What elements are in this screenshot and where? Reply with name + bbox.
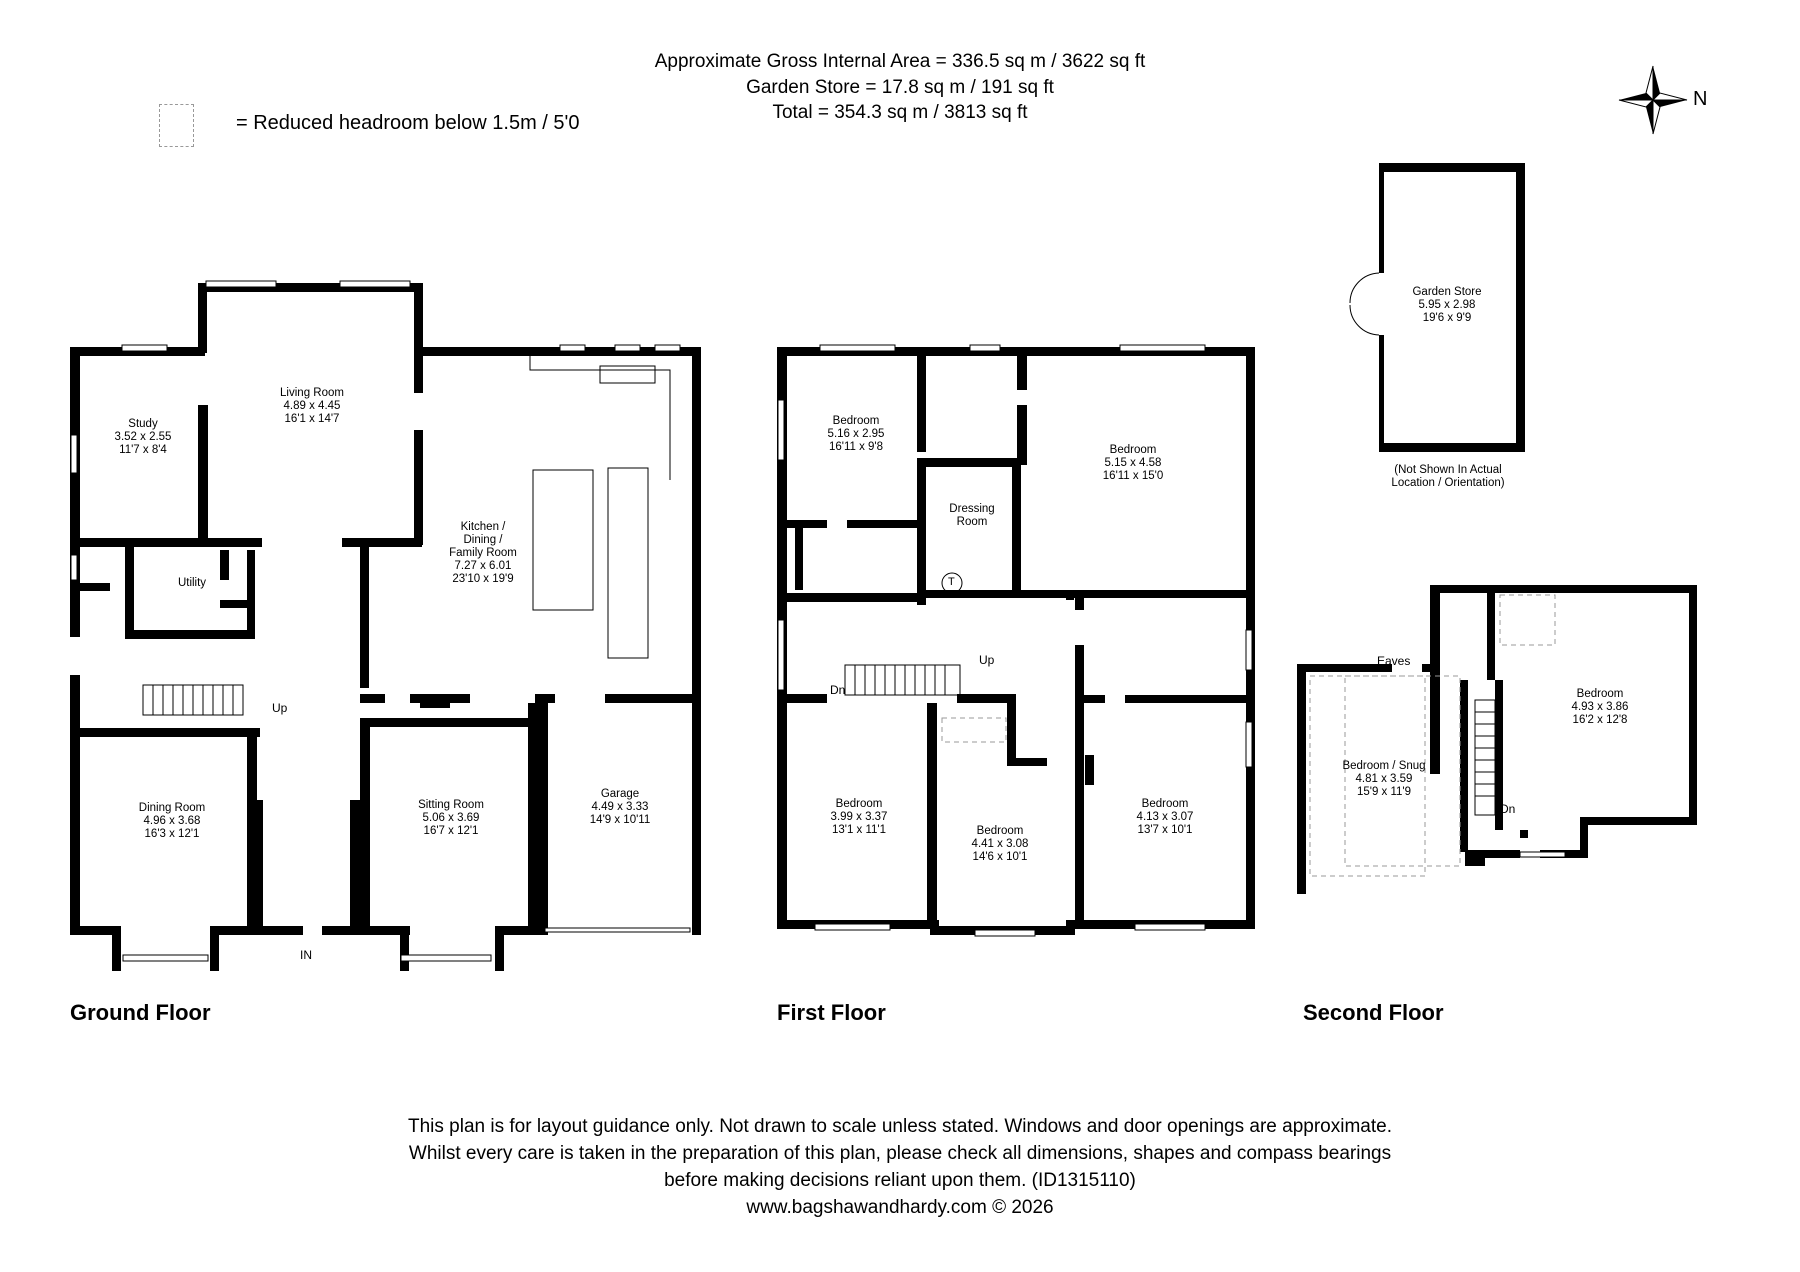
compass-rose-icon xyxy=(1618,65,1688,135)
website-link[interactable]: www.bagshawandhardy.com © 2026 xyxy=(746,1197,1054,1218)
tank-icon xyxy=(941,572,963,594)
tank-label: T xyxy=(948,576,955,588)
north-label: N xyxy=(1693,88,1708,110)
entrance-label: IN xyxy=(300,948,312,962)
windows xyxy=(70,280,1566,962)
stair-treads xyxy=(152,665,1495,797)
stairs xyxy=(142,664,1496,816)
stairs-up-first: Up xyxy=(979,653,995,667)
walls xyxy=(70,163,1697,971)
disclaimer: This plan is for layout guidance only. N… xyxy=(0,1113,1800,1221)
floor-label-ground: Ground Floor xyxy=(70,1000,211,1025)
stairs-down-second: Dn xyxy=(1500,802,1516,816)
floor-label-second: Second Floor xyxy=(1303,1000,1444,1025)
garden-store-area-line: Garden Store = 17.8 sq m / 191 sq ft xyxy=(746,77,1054,98)
reduced-headroom-areas xyxy=(941,594,1556,877)
garden-store-doors xyxy=(1349,272,1380,336)
room-utility: Utility xyxy=(177,577,207,589)
total-area-line: Total = 354.3 sq m / 3813 sq ft xyxy=(772,102,1028,123)
reduced-headroom-legend-text: = Reduced headroom below 1.5m / 5'0 xyxy=(236,112,580,134)
room-kitchen: Kitchen /Dining /Family Room 7.27 x 6.01… xyxy=(449,521,517,585)
stairs-up-ground: Up xyxy=(272,701,288,715)
gross-area-line: Approximate Gross Internal Area = 336.5 … xyxy=(654,51,1146,72)
floor-label-first: First Floor xyxy=(777,1000,886,1025)
eaves-label: Eaves xyxy=(1377,654,1411,668)
stairs-down-first: Dn xyxy=(830,683,846,697)
kitchen-fittings xyxy=(529,356,671,659)
reduced-headroom-legend-swatch xyxy=(159,104,194,147)
